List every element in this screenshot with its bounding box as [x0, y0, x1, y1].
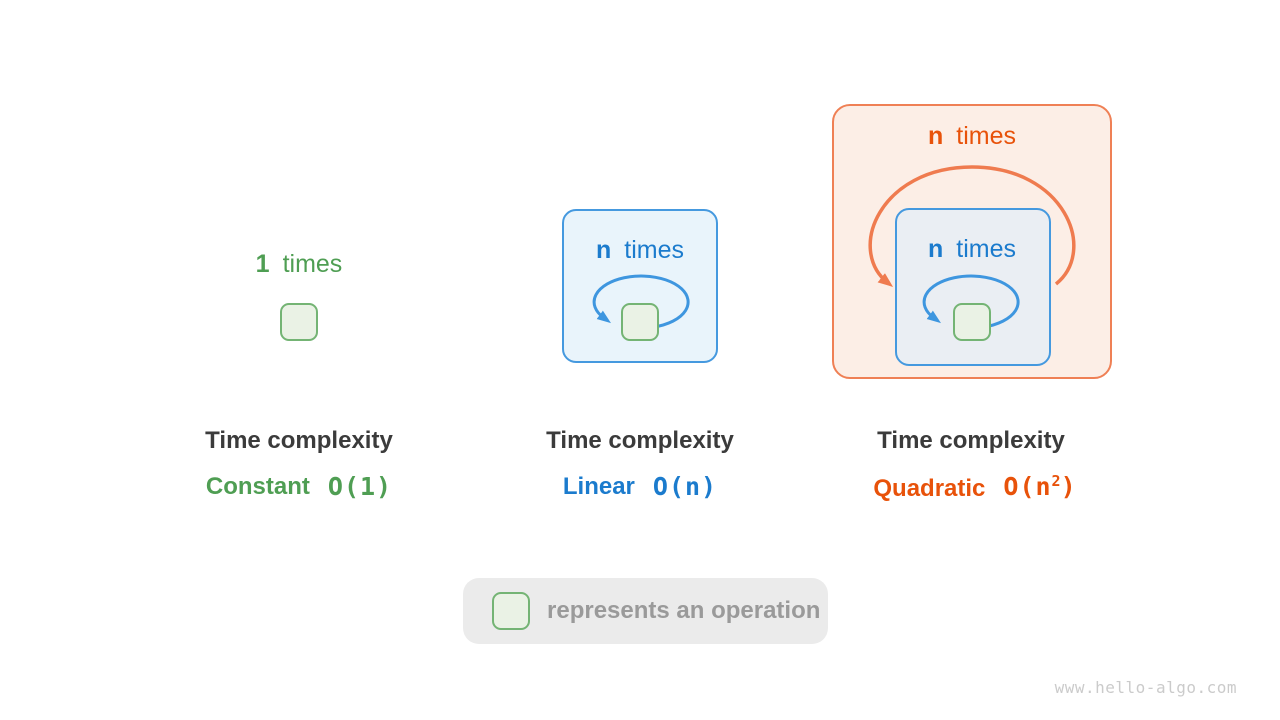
linear-caption-value: Linear O(n)	[500, 472, 780, 502]
quadratic-outer-loop-times: times	[956, 122, 1016, 150]
linear-loop-times: times	[624, 236, 684, 264]
operation-square-icon	[280, 303, 318, 341]
quadratic-outer-loop-label: n times	[872, 122, 1072, 150]
quadratic-inner-loop-times: times	[956, 235, 1016, 263]
quadratic-big-o: O(n2)	[1003, 472, 1076, 505]
quadratic-big-o-close: )	[1060, 472, 1077, 501]
constant-name: Constant	[205, 473, 310, 500]
quadratic-big-o-exponent: 2	[1051, 472, 1061, 490]
linear-loop-count: n	[595, 236, 612, 264]
linear-caption-title: Time complexity	[546, 427, 734, 454]
legend-label: represents an operation	[547, 597, 821, 624]
constant-loop-times: times	[282, 250, 343, 278]
operation-square-icon	[621, 303, 659, 341]
constant-loop-count: 1	[255, 250, 270, 278]
quadratic-big-o-base: O(n	[1003, 472, 1052, 501]
constant-caption-value: Constant O(1)	[159, 472, 439, 502]
quadratic-inner-loop-count: n	[927, 235, 944, 263]
legend: represents an operation	[463, 578, 828, 644]
quadratic-name: Quadratic	[873, 474, 986, 502]
constant-loop-label: 1 times	[199, 250, 399, 278]
watermark: www.hello-algo.com	[1054, 678, 1237, 697]
constant-caption-title: Time complexity	[205, 427, 393, 454]
quadratic-caption-title: Time complexity	[877, 427, 1065, 454]
operation-square-icon	[953, 303, 991, 341]
quadratic-caption-value: Quadratic O(n2)	[835, 472, 1115, 505]
linear-big-o: O(n)	[652, 472, 718, 501]
operation-square-icon	[492, 592, 530, 630]
constant-big-o: O(1)	[327, 472, 393, 501]
linear-loop-label: n times	[540, 236, 740, 264]
quadratic-inner-loop-label: n times	[872, 235, 1072, 263]
linear-name: Linear	[562, 473, 635, 500]
quadratic-inner-loop-box	[895, 208, 1051, 366]
quadratic-outer-loop-count: n	[927, 122, 944, 150]
